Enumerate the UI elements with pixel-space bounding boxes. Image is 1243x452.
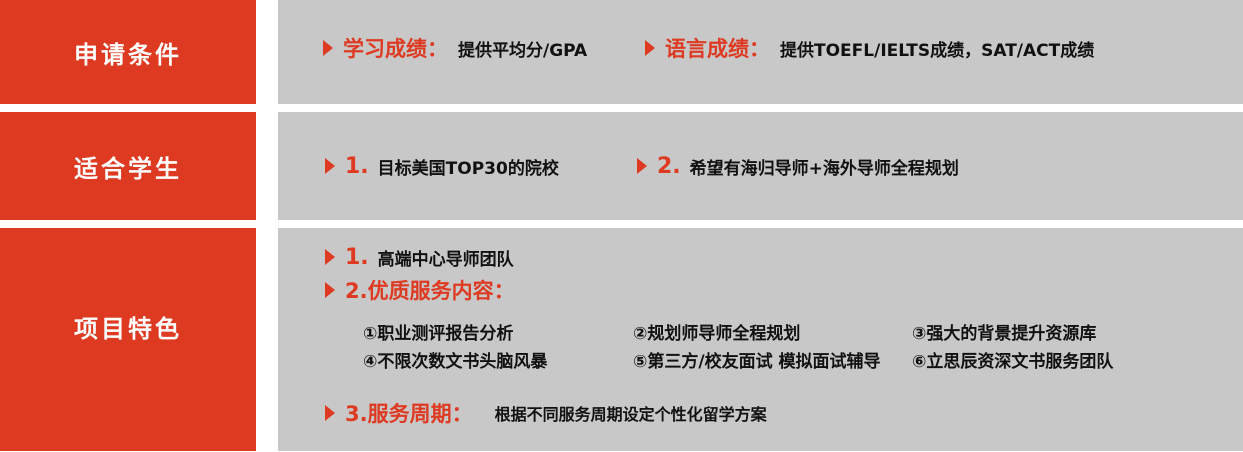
feature-item-team: 1. 高端中心导师团队: [325, 244, 514, 270]
student-desc: 希望有海归导师+海外导师全程规划: [689, 158, 959, 179]
requirement-label: 语言成绩：: [665, 37, 770, 61]
feature-desc: 根据不同服务周期设定个性化留学方案: [494, 405, 767, 424]
section-application-requirements: 申请条件 学习成绩： 提供平均分/GPA 语言成绩： 提供TOEFL/IELTS…: [0, 0, 1243, 104]
requirement-item-academic: 学习成绩： 提供平均分/GPA: [323, 35, 587, 61]
arrow-icon: [325, 249, 335, 265]
requirement-label: 学习成绩：: [343, 37, 448, 61]
service-grid-item-2: ②规划师导师全程规划: [633, 324, 801, 344]
service-grid-item-1: ①职业测评报告分析: [363, 324, 514, 344]
arrow-icon: [325, 405, 335, 421]
section-content-program-features: 1. 高端中心导师团队 2.优质服务内容： ①职业测评报告分析 ②规划师导师全程…: [278, 228, 1243, 451]
section-content-suitable-students: 1. 目标美国TOP30的院校 2. 希望有海归导师+海外导师全程规划: [278, 112, 1243, 220]
item-number: 1.: [345, 244, 369, 270]
arrow-icon: [637, 158, 647, 174]
arrow-icon: [323, 40, 333, 56]
section-header-suitable-students: 适合学生: [0, 112, 256, 220]
student-item-1: 1. 目标美国TOP30的院校: [325, 153, 559, 179]
section-title: 申请条件: [74, 40, 182, 69]
service-grid-item-5: ⑤第三方/校友面试 模拟面试辅导: [633, 352, 881, 372]
section-content-application-requirements: 学习成绩： 提供平均分/GPA 语言成绩： 提供TOEFL/IELTS成绩，SA…: [278, 0, 1243, 104]
service-grid-item-6: ⑥立思辰资深文书服务团队: [912, 352, 1114, 372]
section-title: 项目特色: [74, 315, 182, 343]
section-header-application-requirements: 申请条件: [0, 0, 256, 104]
requirement-desc: 提供平均分/GPA: [458, 40, 588, 61]
arrow-icon: [325, 158, 335, 174]
section-title: 适合学生: [74, 154, 182, 183]
requirement-desc: 提供TOEFL/IELTS成绩，SAT/ACT成绩: [780, 40, 1095, 61]
feature-label: 2.优质服务内容：: [345, 279, 515, 303]
arrow-icon: [325, 282, 335, 298]
arrow-icon: [645, 40, 655, 56]
feature-label: 3.服务周期：: [345, 402, 473, 426]
service-grid-item-3: ③强大的背景提升资源库: [912, 324, 1097, 344]
section-program-features: 项目特色 1. 高端中心导师团队 2.优质服务内容： ①职业测评报告分析 ②规划…: [0, 228, 1243, 451]
student-desc: 目标美国TOP30的院校: [377, 158, 559, 179]
feature-item-services: 2.优质服务内容：: [325, 277, 515, 303]
item-number: 2.: [657, 153, 681, 179]
feature-desc: 高端中心导师团队: [377, 249, 514, 270]
student-item-2: 2. 希望有海归导师+海外导师全程规划: [637, 153, 959, 179]
feature-item-service-period: 3.服务周期： 根据不同服务周期设定个性化留学方案: [325, 400, 767, 426]
section-suitable-students: 适合学生 1. 目标美国TOP30的院校 2. 希望有海归导师+海外导师全程规划: [0, 112, 1243, 220]
service-grid-item-4: ④不限次数文书头脑风暴: [363, 352, 548, 372]
requirement-item-language: 语言成绩： 提供TOEFL/IELTS成绩，SAT/ACT成绩: [645, 35, 1094, 61]
section-header-program-features: 项目特色: [0, 228, 256, 451]
item-number: 1.: [345, 153, 369, 179]
